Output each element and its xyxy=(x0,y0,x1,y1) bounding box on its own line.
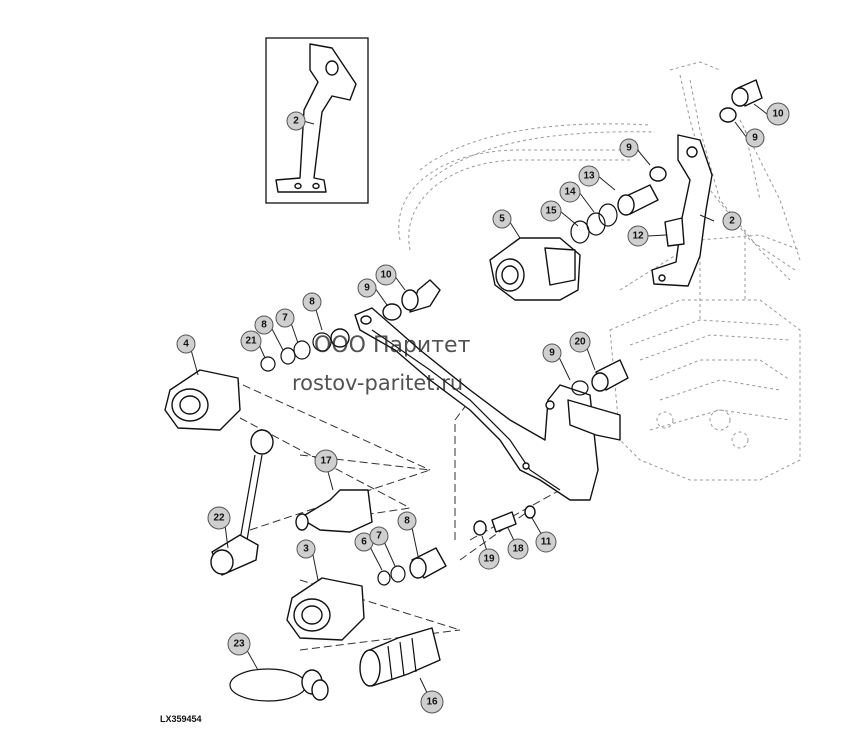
callout-3: 3 xyxy=(296,539,316,559)
callout-7-mid: 7 xyxy=(275,308,295,328)
callout-23: 23 xyxy=(227,632,251,656)
callout-15: 15 xyxy=(540,200,562,222)
svg-text:9: 9 xyxy=(549,348,555,359)
coupler-3 xyxy=(286,577,365,641)
callout-8-mid: 8 xyxy=(302,292,322,312)
callout-19: 19 xyxy=(478,548,500,570)
callout-9-right: 9 xyxy=(542,343,562,363)
bracket-right xyxy=(651,134,713,287)
svg-text:17: 17 xyxy=(320,456,332,467)
svg-text:4: 4 xyxy=(183,339,189,350)
callout-14: 14 xyxy=(559,181,581,203)
callout-5: 5 xyxy=(492,209,512,229)
callout-8-left: 8 xyxy=(254,315,274,335)
svg-text:10: 10 xyxy=(380,270,392,281)
svg-text:2: 2 xyxy=(729,216,735,227)
callout-21: 21 xyxy=(240,330,262,352)
svg-text:12: 12 xyxy=(632,231,644,242)
pin-18 xyxy=(473,505,536,536)
svg-text:18: 18 xyxy=(512,544,524,555)
fittings-left xyxy=(260,328,350,372)
callout-12: 12 xyxy=(627,225,649,247)
callout-2-right: 2 xyxy=(722,211,742,231)
watermark: ООО Паритет rostov-paritet.ru xyxy=(292,333,471,395)
svg-text:7: 7 xyxy=(376,531,382,542)
svg-text:11: 11 xyxy=(541,537,552,548)
svg-text:8: 8 xyxy=(309,297,315,308)
callout-8-lower: 8 xyxy=(397,511,417,531)
coupler-5 xyxy=(489,237,581,301)
svg-text:22: 22 xyxy=(213,513,225,524)
callout-20: 20 xyxy=(569,331,591,353)
callout-7-lower: 7 xyxy=(369,526,389,546)
svg-text:8: 8 xyxy=(404,516,410,527)
adapter-17 xyxy=(295,489,373,533)
coupling-16 xyxy=(359,627,441,687)
inset-box xyxy=(265,37,369,204)
watermark-url: rostov-paritet.ru xyxy=(292,371,463,395)
svg-text:10: 10 xyxy=(772,109,784,120)
svg-text:2: 2 xyxy=(293,116,299,127)
callout-9-top: 9 xyxy=(745,128,765,148)
svg-text:16: 16 xyxy=(426,697,438,708)
svg-text:13: 13 xyxy=(583,171,595,182)
svg-text:9: 9 xyxy=(752,133,758,144)
background-assembly xyxy=(398,61,801,481)
fitting-8-lower xyxy=(377,547,447,586)
svg-text:20: 20 xyxy=(574,337,586,348)
svg-text:23: 23 xyxy=(233,639,245,650)
callout-13: 13 xyxy=(578,165,600,187)
svg-text:15: 15 xyxy=(545,206,557,217)
fitting-20 xyxy=(571,359,629,396)
callout-4: 4 xyxy=(176,334,196,354)
callout-10-top: 10 xyxy=(766,102,790,126)
svg-text:7: 7 xyxy=(282,313,288,324)
cap-22 xyxy=(210,429,274,576)
svg-text:8: 8 xyxy=(261,320,267,331)
svg-text:3: 3 xyxy=(303,544,309,555)
callout-16: 16 xyxy=(420,690,444,714)
callout-18: 18 xyxy=(507,538,529,560)
callout-17: 17 xyxy=(314,449,338,473)
svg-text:9: 9 xyxy=(626,143,632,154)
svg-text:14: 14 xyxy=(564,187,576,198)
main-bracket xyxy=(354,307,621,501)
callout-22: 22 xyxy=(207,506,231,530)
callout-9-mid: 9 xyxy=(357,278,377,298)
watermark-title: ООО Паритет xyxy=(314,333,471,358)
callout-11: 11 xyxy=(535,531,557,553)
svg-text:6: 6 xyxy=(361,537,367,548)
svg-text:5: 5 xyxy=(499,214,505,225)
svg-text:19: 19 xyxy=(483,554,495,565)
callout-9-upper: 9 xyxy=(619,138,639,158)
coupler-4 xyxy=(164,369,241,431)
fittings-top xyxy=(382,79,763,321)
svg-text:21: 21 xyxy=(245,336,257,347)
ring-23 xyxy=(229,668,329,702)
callout-2-inset: 2 xyxy=(286,111,306,131)
callout-10-mid: 10 xyxy=(375,264,397,286)
svg-text:9: 9 xyxy=(364,283,370,294)
figure-id: LX359454 xyxy=(160,714,202,724)
